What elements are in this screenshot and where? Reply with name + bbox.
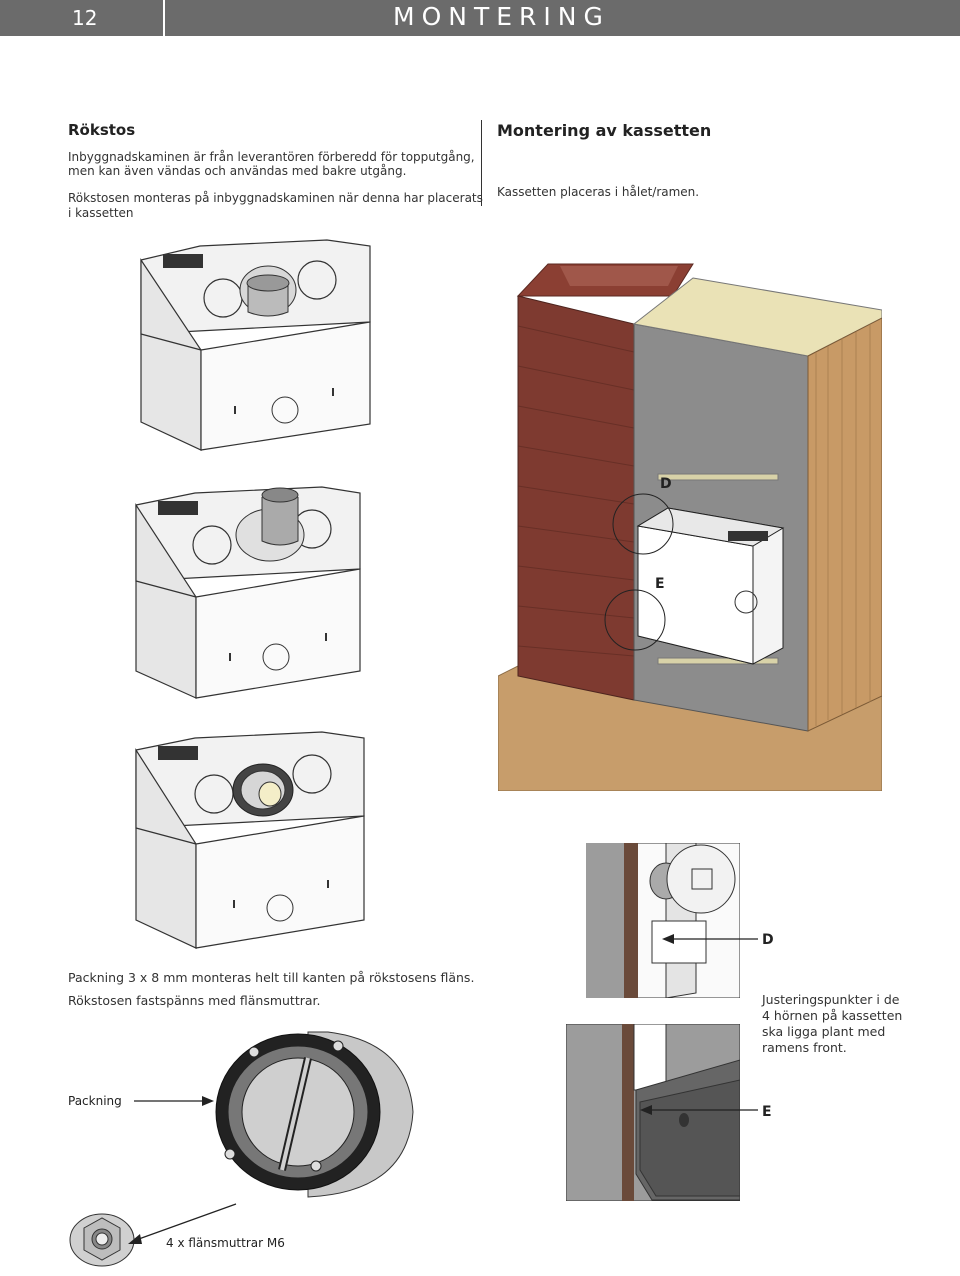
arrow-nuts	[128, 1203, 237, 1244]
arrow-packning	[134, 1096, 214, 1106]
packing-line-1: Packning 3 x 8 mm monteras helt till kan…	[68, 970, 475, 985]
column-divider	[481, 120, 482, 206]
nuts-label: 4 x flänsmuttrar M6	[166, 1236, 285, 1250]
heading-rokstos: Rökstos	[68, 121, 136, 139]
packning-label: Packning	[68, 1094, 122, 1108]
arrow-d	[662, 934, 758, 944]
stove-illustration-top	[140, 239, 371, 451]
note-line-4: ramens front.	[762, 1040, 847, 1055]
stove-illustration-bottom	[135, 731, 365, 949]
paragraph-1-line-2: men kan även vändas och användas med bak…	[68, 164, 407, 178]
paragraph-2-line-2: i kassetten	[68, 206, 134, 220]
cassette-wall-illustration	[498, 263, 882, 791]
note-line-3: ska ligga plant med	[762, 1024, 886, 1039]
page-header: 12 MONTERING	[0, 0, 960, 36]
label-e: E	[655, 576, 665, 592]
detail-e-illustration	[566, 1024, 740, 1201]
detail-d-illustration	[586, 843, 740, 998]
heading-montering-kassetten: Montering av kassetten	[497, 121, 712, 140]
packing-line-2: Rökstosen fastspänns med flänsmuttrar.	[68, 993, 321, 1008]
detail-label-d: D	[762, 932, 774, 948]
section-title: MONTERING	[393, 2, 610, 31]
note-line-2: 4 hörnen på kassetten	[762, 1008, 903, 1023]
arrow-e	[640, 1105, 758, 1115]
flange-illustration	[215, 1031, 414, 1198]
paragraph-1-line-1: Inbyggnadskaminen är från leverantören f…	[68, 150, 475, 164]
page-number: 12	[0, 0, 165, 36]
detail-label-e: E	[762, 1104, 772, 1120]
paragraph-2-line-1: Rökstosen monteras på inbyggnadskaminen …	[68, 191, 483, 205]
stove-illustration-middle	[135, 486, 361, 699]
label-d: D	[660, 476, 672, 492]
note-line-1: Justeringspunkter i de	[762, 992, 900, 1007]
paragraph-kassetten: Kassetten placeras i hålet/ramen.	[497, 185, 700, 199]
flange-nut-icon	[69, 1213, 135, 1267]
